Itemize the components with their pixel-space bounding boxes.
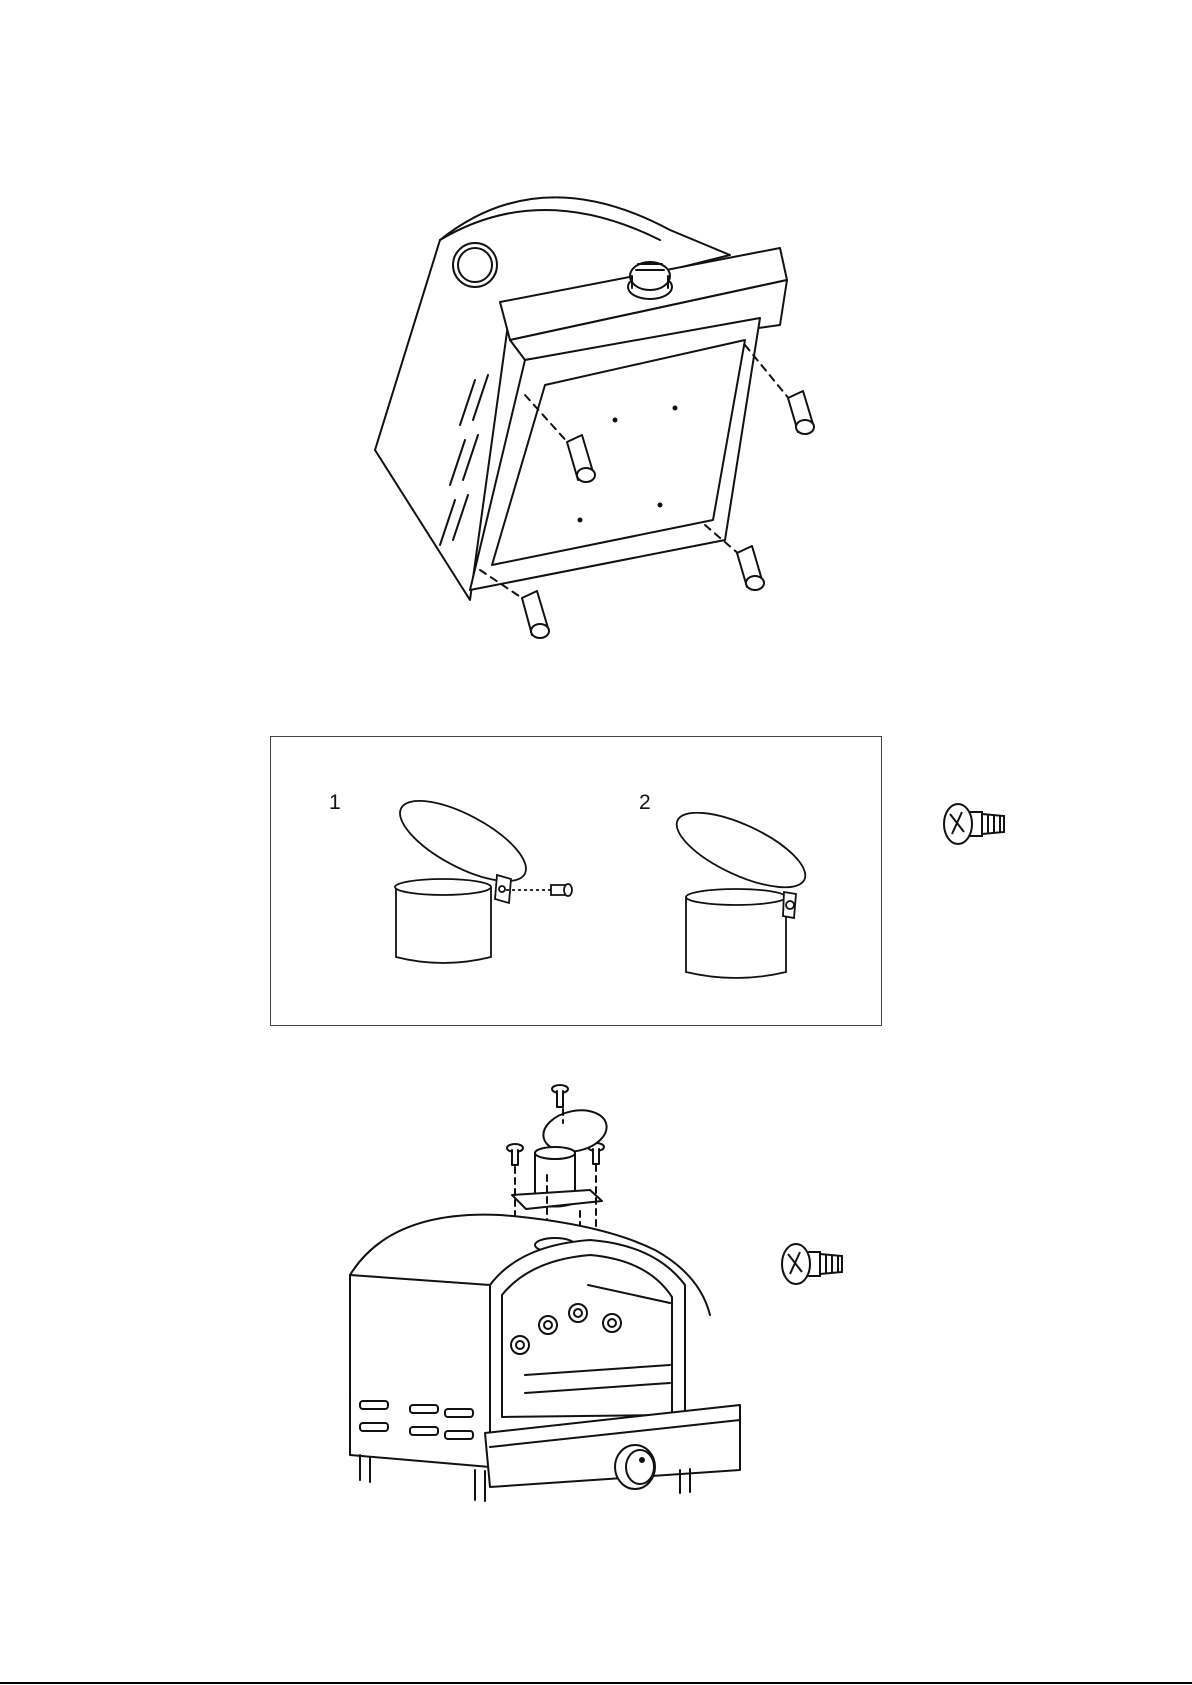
chimney-cap-hinge-screw-insert-diagram — [381, 797, 611, 977]
screw-icon-2 — [778, 1240, 848, 1288]
step-number-1: 1 — [329, 791, 341, 815]
screw-icon — [940, 800, 1010, 848]
chimney-cap-hinge-assembled-diagram — [671, 812, 851, 992]
step-number-2: 2 — [639, 791, 651, 815]
chimney-cap-hinge-steps-box: 1 2 — [270, 736, 882, 1026]
page-bottom-rule — [0, 1682, 1192, 1684]
oven-chimney-mount-diagram — [330, 1075, 770, 1535]
oven-underside-feet-diagram — [360, 180, 840, 660]
